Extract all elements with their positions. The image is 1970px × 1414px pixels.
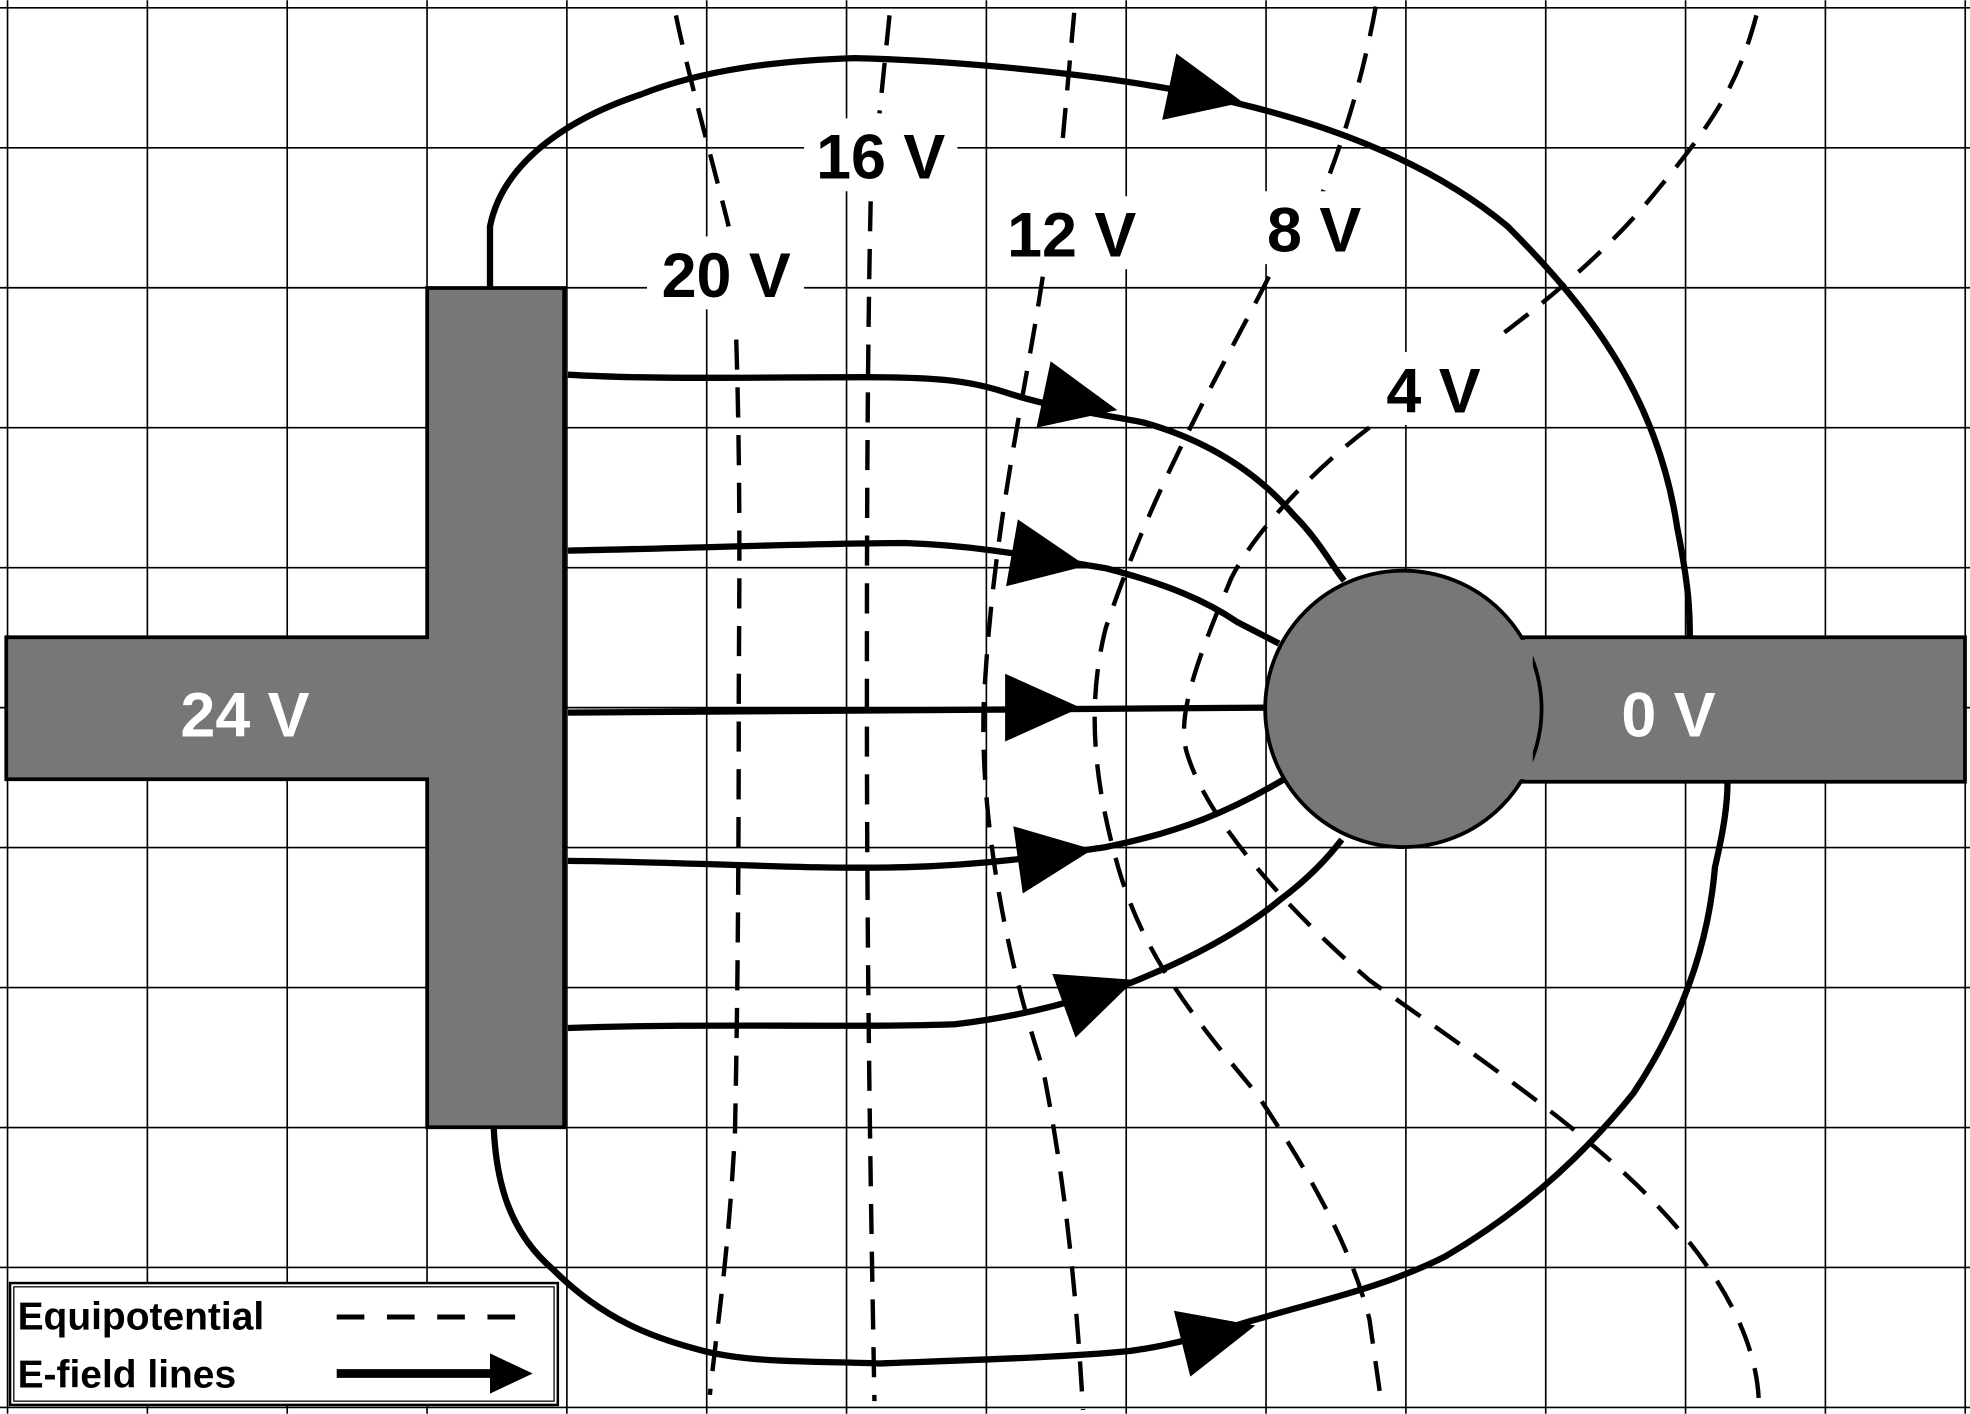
equipotential-20v (673, 14, 742, 1396)
arrowhead-icon (1006, 519, 1087, 587)
field-line-3 (567, 704, 1267, 716)
arrowhead-icon (1005, 673, 1081, 742)
equipotential-label-16v: 16 V (816, 123, 945, 193)
equipotential-label-4v: 4 V (1386, 356, 1480, 426)
electrode-24v-label: 24 V (180, 681, 309, 751)
legend-field-lines-label: E-field lines (18, 1353, 237, 1396)
field-arrows (1005, 53, 1256, 1377)
arrowhead-icon (1173, 1310, 1256, 1377)
arrowhead-icon (1013, 826, 1093, 894)
field-line-4 (567, 776, 1286, 871)
legend: Equipotential E-field lines (8, 1281, 560, 1407)
legend-equipotential-label: Equipotential (18, 1296, 265, 1339)
equipotential-label-8v: 8 V (1267, 196, 1361, 266)
equipotential-12v (981, 12, 1086, 1411)
field-line-bottom-loop (490, 781, 1731, 1367)
legend-arrowhead-icon (489, 1353, 533, 1394)
electrode-0v-label: 0 V (1621, 681, 1715, 751)
equipotential-label-20v: 20 V (662, 241, 791, 311)
field-line-2 (567, 539, 1281, 647)
electrode-0v (1263, 568, 1967, 849)
equipotential-16v (864, 15, 892, 1402)
equipotential-4v (1181, 14, 1762, 1408)
equipotential-label-12v: 12 V (1007, 201, 1136, 271)
label-backgrounds (647, 118, 1494, 425)
equipotential-8v (1092, 6, 1385, 1408)
arrowhead-icon (1052, 973, 1135, 1038)
electrode-24v (4, 286, 566, 1130)
arrowhead-icon (1036, 361, 1118, 428)
arrowhead-icon (1162, 53, 1243, 120)
